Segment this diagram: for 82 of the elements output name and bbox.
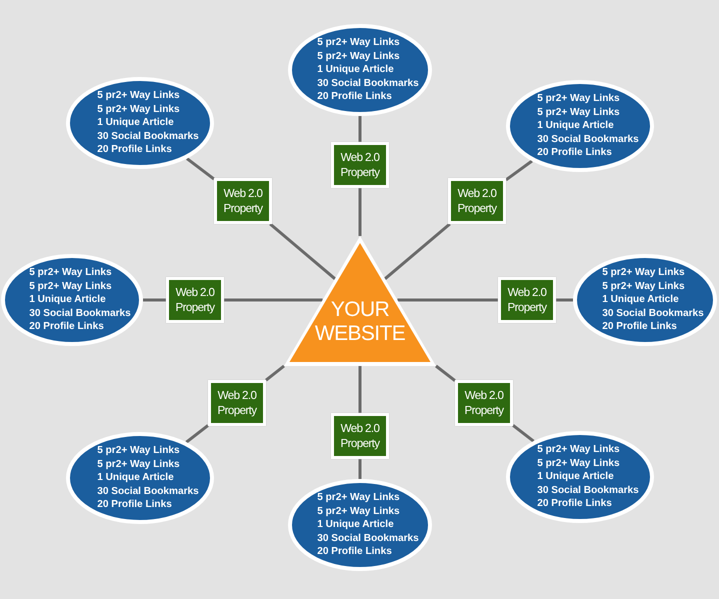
connector-line [435, 364, 456, 382]
list-item-text: 5 pr2+ Way Links [29, 280, 113, 294]
info-ellipse [66, 432, 214, 524]
connector-line [224, 298, 323, 302]
connector-line [265, 364, 285, 382]
list-item-text: 30 Social Bookmarks [97, 130, 199, 144]
list-item-text: 20 Profile Links [602, 320, 678, 334]
info-ellipse [506, 431, 654, 523]
list-item-text: 5 pr2+ Way Links [97, 89, 181, 103]
property-label: Web 2.0 Property [222, 186, 264, 216]
list-item-text: 1 Unique Article [537, 470, 615, 484]
list-item-text: 20 Profile Links [317, 545, 393, 559]
property-label: Web 2.0 Property [456, 186, 498, 216]
list-item-text: 5 pr2+ Way Links [317, 50, 401, 64]
list-item-text: 30 Social Bookmarks [602, 306, 704, 320]
list-item-text: 5 pr2+ Way Links [317, 36, 401, 50]
property-label: Web 2.0 Property [339, 150, 381, 180]
property-box [498, 277, 556, 323]
website-label: YOUR WEBSITE [314, 298, 406, 346]
list-item-text: 20 Profile Links [537, 146, 613, 160]
connector-line [512, 424, 534, 442]
list-item-text: 1 Unique Article [97, 471, 175, 485]
list-item-text: 5 pr2+ Way Links [537, 106, 621, 120]
connector-line [505, 160, 533, 182]
list-item-text: 1 Unique Article [602, 293, 680, 307]
connector-line [556, 298, 573, 302]
list-item-text: 5 pr2+ Way Links [602, 280, 686, 294]
list-item-text: 20 Profile Links [97, 143, 173, 157]
connector-line [358, 459, 362, 479]
list-item-text: 5 pr2+ Way Links [602, 266, 686, 280]
connector-line [186, 157, 215, 180]
list-item-text: 5 pr2+ Way Links [537, 92, 621, 106]
list-item-text: 5 pr2+ Way Links [97, 444, 181, 458]
property-label: Web 2.0 Property [216, 388, 258, 418]
list-item-text: 20 Profile Links [97, 498, 173, 512]
list-item-text: 5 pr2+ Way Links [317, 491, 401, 505]
info-ellipse [66, 77, 214, 169]
list-item-text: 1 Unique Article [317, 518, 395, 532]
connector-line [358, 366, 362, 413]
info-ellipse [506, 80, 654, 172]
connector-line [358, 116, 362, 142]
connector-line [358, 188, 362, 236]
list-item-text: 30 Social Bookmarks [317, 532, 419, 546]
property-box [455, 380, 513, 426]
info-ellipse [573, 254, 717, 346]
property-label: Web 2.0 Property [339, 421, 381, 451]
list-item-text: 20 Profile Links [317, 90, 393, 104]
list-item-text: 30 Social Bookmarks [29, 306, 131, 320]
list-item-text: 1 Unique Article [537, 119, 615, 133]
info-ellipse [288, 479, 432, 571]
connector-line [269, 222, 336, 280]
list-item-text: 1 Unique Article [97, 116, 175, 130]
info-ellipse [288, 24, 432, 116]
list-item-text: 20 Profile Links [29, 320, 105, 334]
list-item-text: 30 Social Bookmarks [537, 484, 639, 498]
list-item-text: 30 Social Bookmarks [317, 76, 419, 90]
connector-line [185, 424, 209, 444]
property-box [214, 178, 272, 224]
list-item-text: 30 Social Bookmarks [97, 484, 199, 498]
list-item-text: 5 pr2+ Way Links [97, 102, 181, 116]
list-item-text: 1 Unique Article [317, 63, 395, 77]
property-box [331, 413, 389, 459]
connector-line [397, 298, 498, 302]
property-box [331, 142, 389, 188]
list-item-text: 5 pr2+ Way Links [97, 458, 181, 472]
list-item-text: 30 Social Bookmarks [537, 132, 639, 146]
list-item-text: 5 pr2+ Way Links [537, 456, 621, 470]
property-box [166, 277, 224, 323]
list-item-text: 5 pr2+ Way Links [537, 443, 621, 457]
list-item-text: 5 pr2+ Way Links [29, 266, 113, 280]
list-item-text: 20 Profile Links [537, 497, 613, 511]
property-label: Web 2.0 Property [174, 285, 216, 315]
property-label: Web 2.0 Property [506, 285, 548, 315]
website-triangle [284, 236, 436, 366]
property-box [448, 178, 506, 224]
list-item-text: 5 pr2+ Way Links [317, 504, 401, 518]
property-box [208, 380, 266, 426]
info-ellipse [1, 254, 143, 346]
connector-line [143, 298, 166, 302]
list-item-text: 1 Unique Article [29, 293, 107, 307]
connector-line [384, 222, 451, 280]
property-label: Web 2.0 Property [463, 388, 505, 418]
